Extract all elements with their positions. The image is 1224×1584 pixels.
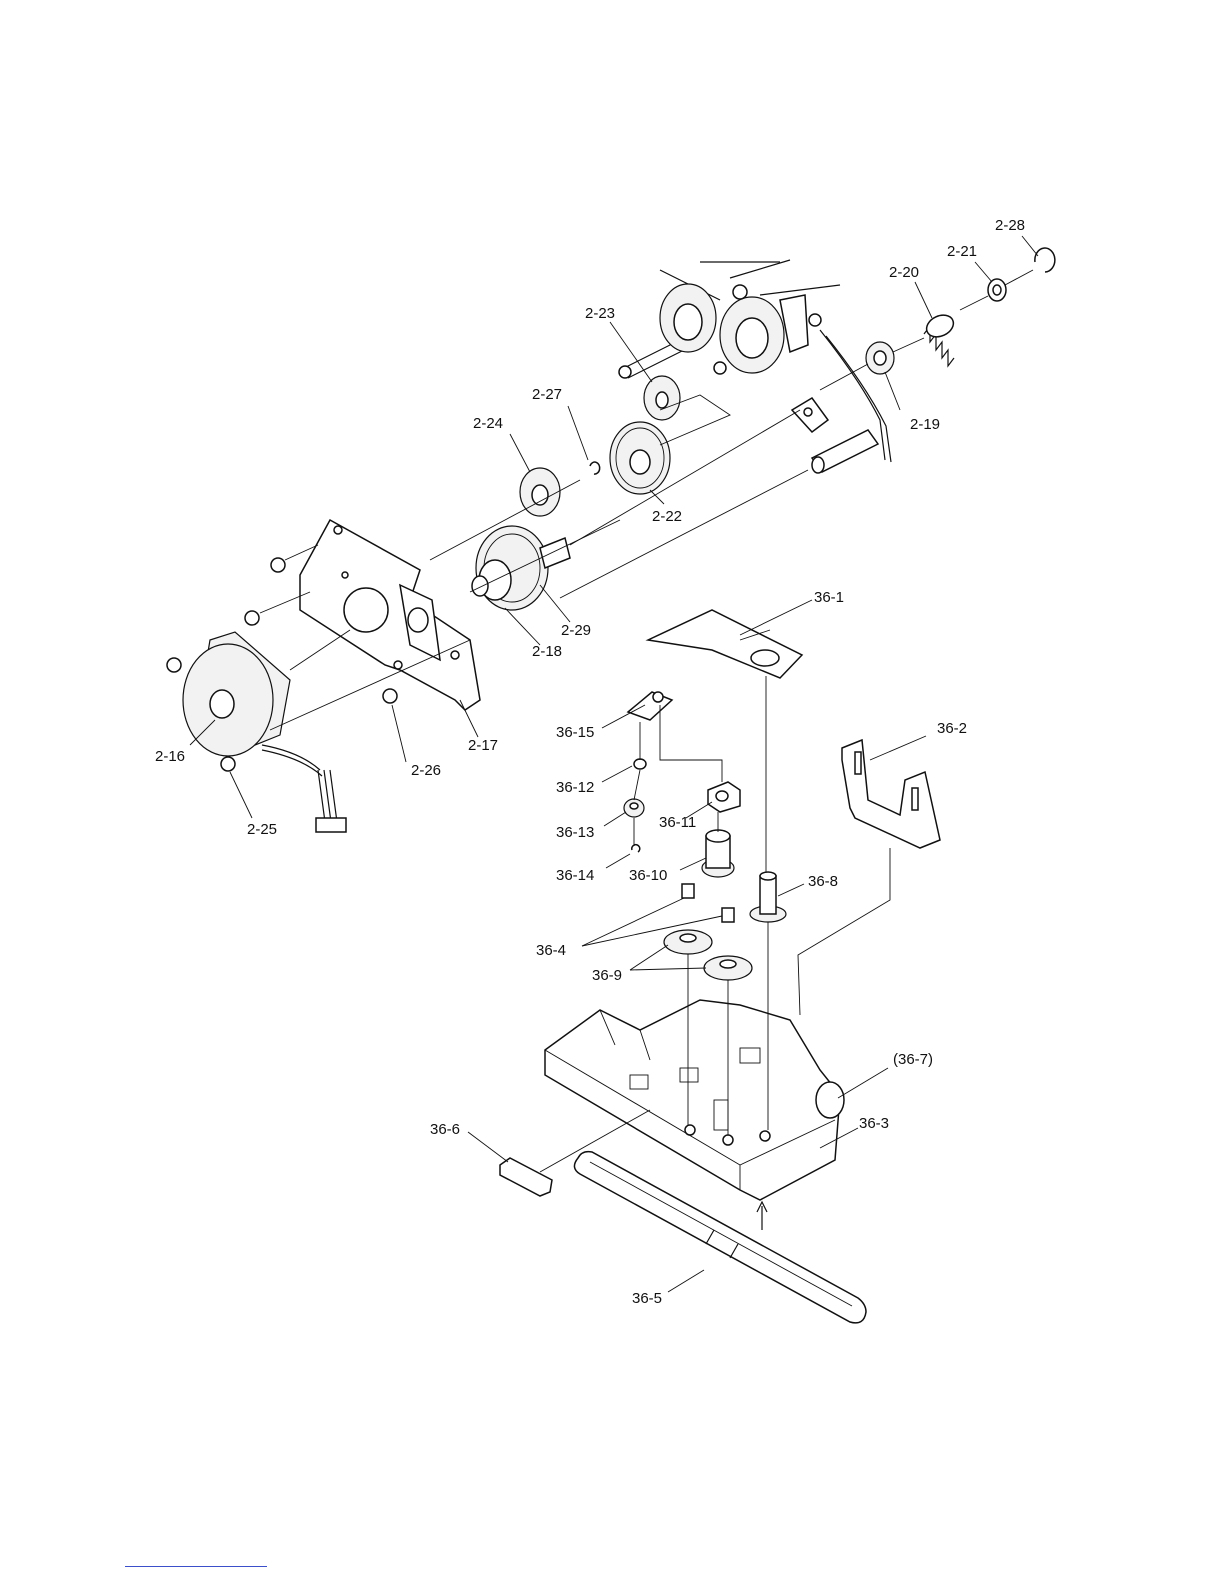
part-36-6-clip xyxy=(500,1158,552,1196)
part-2-21-washer xyxy=(988,279,1006,301)
upper-gear-cluster xyxy=(619,284,821,378)
part-2-17-bracket xyxy=(300,520,480,710)
callout-2-28: 2-28 xyxy=(995,217,1025,234)
part-36-9-gears xyxy=(664,930,752,980)
part-36-1-cover xyxy=(648,610,802,678)
callout-2-19: 2-19 xyxy=(910,416,940,433)
part-36-2-bracket xyxy=(842,740,940,848)
part-2-20-spring xyxy=(923,311,957,366)
callout-36-14: 36-14 xyxy=(556,867,594,884)
callout-36-13: 36-13 xyxy=(556,824,594,841)
motor-connector xyxy=(316,770,346,832)
callout-36-4: 36-4 xyxy=(536,942,566,959)
part-36-10-pulley xyxy=(702,830,734,877)
part-36-14-clip xyxy=(632,845,640,852)
lever-part xyxy=(792,398,828,432)
part-2-16-motor xyxy=(183,632,322,776)
part-2-19-bushing xyxy=(866,342,894,374)
callout-2-18: 2-18 xyxy=(532,643,562,660)
part-36-13-gear xyxy=(624,799,644,817)
callout-2-16: 2-16 xyxy=(155,748,185,765)
callout-2-20: 2-20 xyxy=(889,264,919,281)
part-36-12-washer xyxy=(634,759,646,769)
shaft-pin xyxy=(812,430,878,473)
callout-36-15: 36-15 xyxy=(556,724,594,741)
callout-36-2: 36-2 xyxy=(937,720,967,737)
callout-2-23: 2-23 xyxy=(585,305,615,322)
callout-36-12: 36-12 xyxy=(556,779,594,796)
part-2-28-ering xyxy=(1035,248,1055,272)
callout-2-25: 2-25 xyxy=(247,821,277,838)
footer-rule xyxy=(125,1566,267,1567)
callout-36-8: 36-8 xyxy=(808,873,838,890)
part-36-15-arm xyxy=(628,692,672,720)
callout-36-7: (36-7) xyxy=(893,1051,933,1068)
callout-36-11: 36-11 xyxy=(659,814,696,831)
part-36-11-block xyxy=(708,782,740,812)
callout-36-6: 36-6 xyxy=(430,1121,460,1138)
callout-36-9: 36-9 xyxy=(592,967,622,984)
part-2-27-clip xyxy=(590,462,600,474)
callout-2-21: 2-21 xyxy=(947,243,977,260)
part-36-4-collars xyxy=(682,884,734,922)
part-2-22-gear xyxy=(610,422,670,494)
callout-36-3: 36-3 xyxy=(859,1115,889,1132)
leader-lines xyxy=(190,236,1038,1292)
part-2-23-gear xyxy=(644,376,680,420)
part-36-8-gear xyxy=(750,872,786,922)
callout-2-27: 2-27 xyxy=(532,386,562,403)
callout-2-17: 2-17 xyxy=(468,737,498,754)
callout-2-29: 2-29 xyxy=(561,622,591,639)
callout-2-24: 2-24 xyxy=(473,415,503,432)
callout-2-26: 2-26 xyxy=(411,762,441,779)
callout-36-5: 36-5 xyxy=(632,1290,662,1307)
callout-2-22: 2-22 xyxy=(652,508,682,525)
callout-36-10: 36-10 xyxy=(629,867,667,884)
callout-36-1: 36-1 xyxy=(814,589,844,606)
